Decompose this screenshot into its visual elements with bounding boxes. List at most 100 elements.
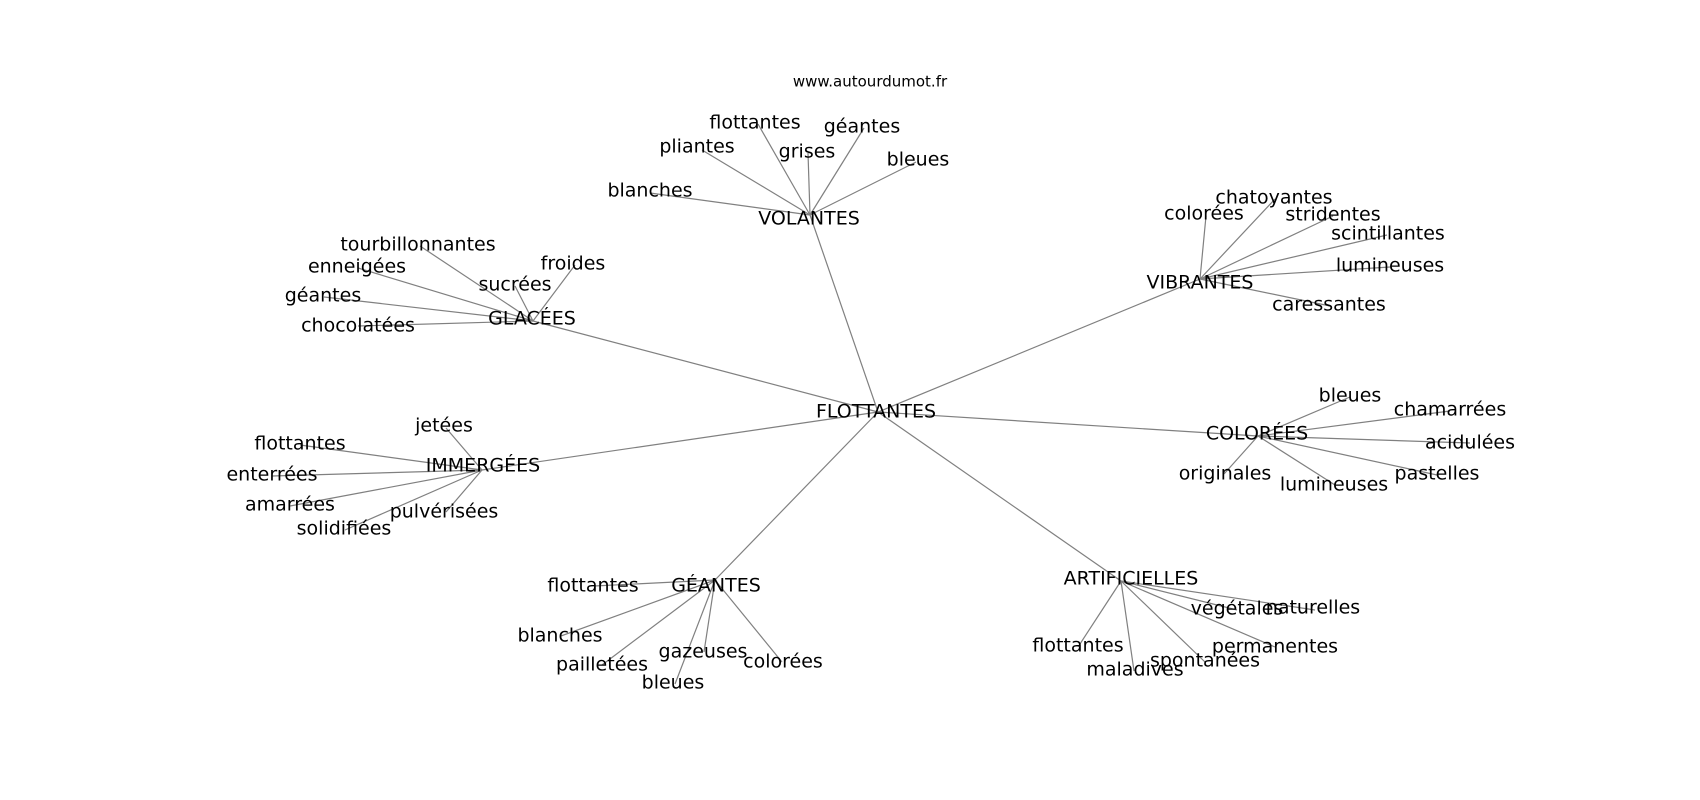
edge-cluster-leaf [809,161,917,216]
leaf-node: amarrées [245,494,335,516]
leaf-node: géantes [285,285,361,307]
leaf-node: gazeuses [659,641,748,663]
cluster-node: VOLANTES [758,208,860,230]
leaf-node: bleues [1319,385,1382,407]
leaf-node: chatoyantes [1215,187,1332,209]
leaf-node: pliantes [659,136,734,158]
edge-cluster-leaf [560,579,716,637]
edge-cluster-leaf [1257,435,1336,486]
edge-cluster-leaf [701,149,811,216]
graph-edges [271,123,1471,685]
edge-root-cluster [532,320,879,413]
edge-cluster-leaf [1120,580,1135,672]
edge-cluster-leaf [703,579,716,653]
edge-cluster-leaf [1257,396,1351,437]
leaf-node: stridentes [1285,204,1380,226]
leaf-node: caressantes [1272,294,1386,316]
edge-cluster-leaf [1120,580,1238,611]
edge-cluster-leaf [1223,435,1259,475]
leaf-node: chamarrées [1394,399,1506,421]
leaf-node: bleues [887,149,950,171]
edge-cluster-leaf [357,267,534,322]
cluster-node: GÉANTES [671,574,761,597]
edge-cluster-leaf [1199,215,1334,280]
edge-root-cluster [714,411,879,581]
edge-cluster-leaf [445,427,483,471]
leaf-node: sucrées [478,274,551,296]
edge-cluster-leaf [1257,435,1438,476]
edge-cluster-leaf [357,320,534,327]
edge-cluster-leaf [1120,580,1316,611]
edge-cluster-leaf [714,579,783,663]
edge-cluster-leaf [1257,410,1451,437]
leaf-node: flottantes [1032,635,1123,657]
leaf-node: blanches [517,625,602,647]
cluster-node: VIBRANTES [1147,272,1254,294]
edge-cluster-leaf [649,192,811,216]
edge-root-cluster [809,214,879,413]
edge-cluster-leaf [419,245,534,322]
edge-root-cluster [481,411,879,471]
edge-cluster-leaf [601,579,716,666]
edge-cluster-leaf [807,152,811,216]
leaf-node: maladives [1086,659,1183,681]
leaf-node: pailletées [556,654,648,676]
leaf-node: spontanées [1150,650,1260,672]
edge-cluster-leaf [514,285,534,322]
edge-cluster-leaf [299,444,483,471]
leaf-node: géantes [824,116,900,138]
cluster-node: ARTIFICIELLES [1064,568,1199,590]
root-node: FLOTTANTES [816,401,936,423]
edge-cluster-leaf [532,264,576,322]
leaf-node: blanches [607,180,692,202]
edge-cluster-leaf [1120,580,1276,648]
graph-labels: www.autourdumot.fr FLOTTANTES VOLANTES flo… [226,73,1515,694]
edge-cluster-leaf [757,123,811,216]
leaf-node: colorées [743,651,823,673]
leaf-node: tourbillonnantes [340,234,495,256]
edge-cluster-leaf [1199,215,1207,280]
edge-cluster-leaf [1199,234,1388,280]
leaf-node: enterrées [226,464,317,486]
cluster-node: GLACÉES [488,307,576,330]
edge-cluster-leaf [1199,278,1331,307]
leaf-node: solidifiées [297,518,392,540]
leaf-node: flottantes [709,112,800,134]
leaf-node: acidulées [1425,432,1515,454]
edge-cluster-leaf [1120,580,1206,663]
leaf-node: chocolatées [301,315,415,337]
leaf-node: végétales [1191,598,1284,620]
edge-root-cluster [877,411,1259,437]
leaf-node: permanentes [1212,636,1338,658]
edge-cluster-leaf [271,469,483,477]
edge-cluster-leaf [674,579,716,685]
leaf-node: flottantes [547,575,638,597]
edge-cluster-leaf [344,469,483,531]
edge-cluster-leaf [593,579,716,587]
edge-cluster-leaf [1077,580,1122,648]
leaf-node: flottantes [254,433,345,455]
leaf-node: naturelles [1266,597,1360,619]
leaf-node: lumineuses [1280,474,1388,496]
edge-root-cluster [877,278,1201,413]
edge-root-cluster [877,411,1122,582]
edge-cluster-leaf [1257,435,1471,444]
leaf-node: originales [1179,463,1272,485]
edge-cluster-leaf [1199,198,1276,280]
edge-cluster-leaf [289,469,483,507]
cluster-node: IMMERGÉES [426,454,540,477]
leaf-node: bleues [642,672,705,694]
leaf-node: jetées [414,415,473,437]
leaf-node: colorées [1164,203,1244,225]
edge-cluster-leaf [323,296,534,322]
leaf-node: pastelles [1395,463,1480,485]
cluster-node: COLORÉES [1206,422,1308,445]
leaf-node: enneigées [308,256,406,278]
leaf-node: pulvérisées [390,501,499,523]
leaf-node: scintillantes [1331,223,1445,245]
leaf-node: grises [779,141,836,163]
edge-cluster-leaf [809,127,865,216]
source-url: www.autourdumot.fr [793,73,948,91]
edge-cluster-leaf [1199,266,1391,280]
